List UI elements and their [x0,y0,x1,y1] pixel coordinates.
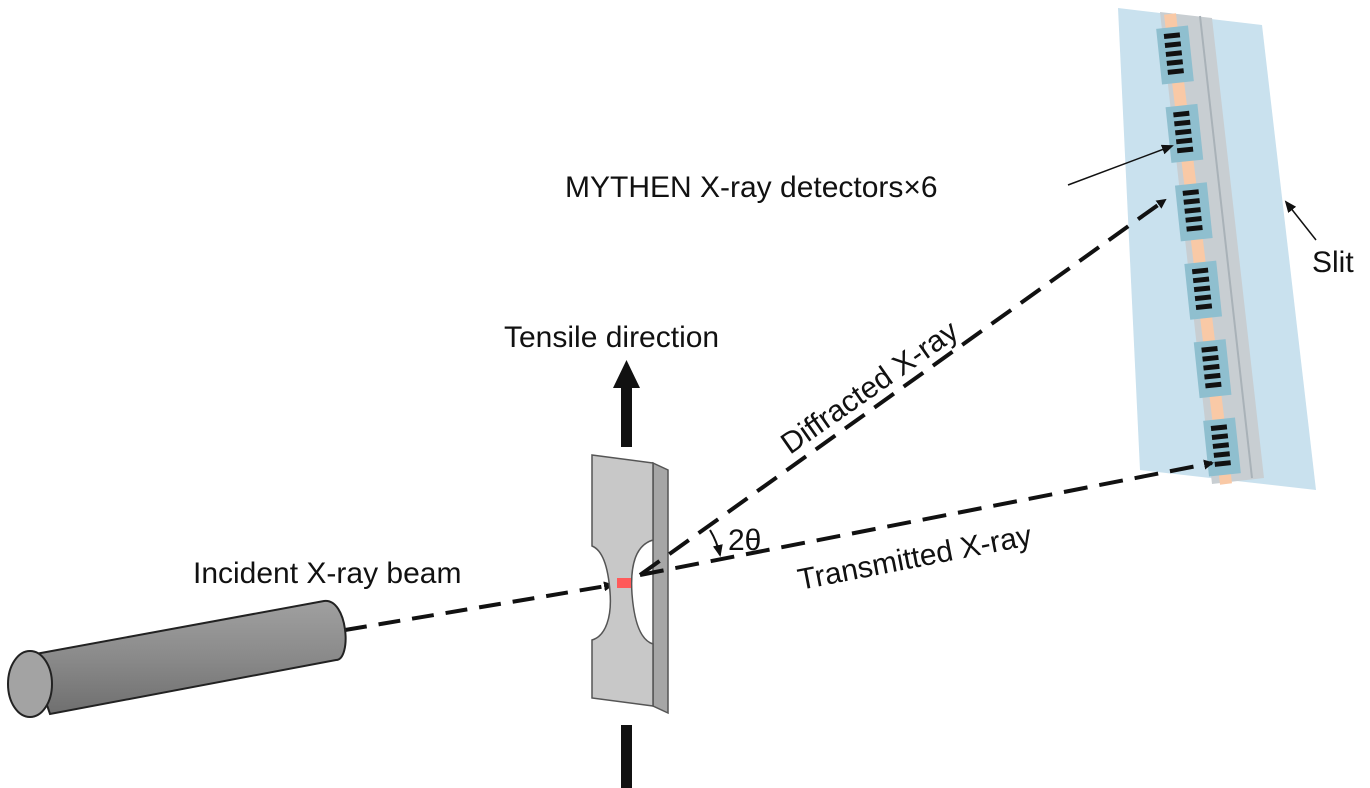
diffracted-beam [638,198,1167,577]
detector-chip [1176,146,1194,154]
detector-chip [1183,198,1200,205]
detector-chip [1163,32,1181,40]
xray-source [7,599,347,718]
detector-chip [1213,451,1231,458]
detector-chip [1195,303,1213,311]
detector-module [1203,417,1241,477]
detector-chip [1211,433,1229,440]
diffracted-label: Diffracted X-ray [775,314,964,460]
detector-chip [1202,354,1219,362]
incident-label: Incident X-ray beam [193,557,461,590]
detector-chip [1203,363,1220,371]
detector-chip [1167,68,1184,75]
detector-chip [1204,372,1221,380]
detector-module [1184,260,1223,320]
detector-chip [1205,381,1222,389]
detector-chip [1182,189,1199,196]
incident-beam [344,581,614,632]
detector-leader-line [1067,144,1174,186]
detector-chip [1191,267,1209,275]
transmitted-beam [639,459,1214,577]
detector-line [1164,13,1232,485]
slit-panel [1118,8,1316,490]
detectors-label: MYTHEN X-ray detectors×6 [565,171,938,204]
detector-chip [1175,137,1193,145]
detector-chip [1201,345,1218,353]
detector-chip [1174,119,1191,127]
tensile-arrow [613,360,640,788]
transmitted-label: Transmitted X-ray [795,519,1034,597]
detector-module [1165,103,1204,163]
angle-label: 2θ [728,524,761,557]
detector-module [1156,25,1194,85]
detector-chip [1214,460,1231,467]
slit-leader-line [1284,200,1317,241]
detector-chip [1194,294,1212,302]
detector-chip [1173,110,1190,118]
detector-chip [1166,59,1184,66]
detector-chip [1175,128,1192,136]
tensile-direction-label: Tensile direction [504,321,719,354]
slit-label: Slit [1312,246,1354,279]
detector-modules [1156,25,1241,477]
detector-chip [1210,424,1228,432]
detector-chip [1164,41,1182,48]
detector-module [1174,182,1213,242]
detector-chip [1184,207,1201,214]
detector-module [1193,339,1232,399]
beam-spot [617,578,631,588]
detector-chip [1193,285,1211,293]
angle-arc [709,529,723,557]
detector-chip [1185,216,1202,223]
detector-chip [1192,276,1210,284]
detector-chip [1186,224,1203,232]
detector-chip [1212,442,1230,449]
tensile-specimen [591,454,669,715]
detector-chip [1165,50,1183,57]
